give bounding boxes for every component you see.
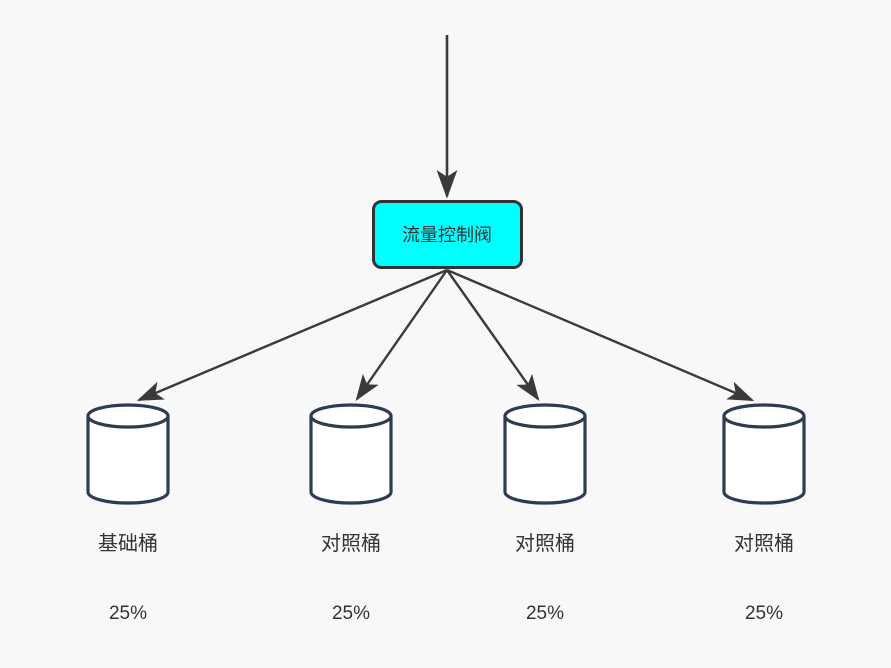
cylinder-top-ellipse: [503, 403, 587, 429]
edge-to-bucket-control-2: [446, 269, 540, 401]
database-cylinder-icon[interactable]: [86, 414, 170, 505]
bucket-label: 对照桶: [321, 532, 381, 555]
cylinder-top-ellipse: [86, 403, 170, 429]
cylinder-top-ellipse: [722, 403, 806, 429]
bucket-label: 对照桶: [515, 532, 575, 555]
bucket-percent: 25%: [109, 603, 147, 624]
database-cylinder-icon[interactable]: [503, 414, 587, 505]
bucket-control-1[interactable]: 对照桶 25%: [309, 403, 393, 624]
traffic-control-valve-node[interactable]: 流量控制阀: [372, 200, 523, 269]
cylinder-top-ellipse: [309, 403, 393, 429]
bucket-percent: 25%: [745, 603, 783, 624]
edge-to-bucket-control-1: [355, 269, 448, 401]
bucket-base[interactable]: 基础桶 25%: [86, 403, 170, 624]
database-cylinder-icon[interactable]: [722, 414, 806, 505]
bucket-control-3[interactable]: 对照桶 25%: [722, 403, 806, 624]
bucket-label: 对照桶: [734, 532, 794, 555]
valve-box[interactable]: [372, 200, 523, 269]
fanout-edges: [136, 268, 755, 402]
bucket-percent: 25%: [332, 603, 370, 624]
edge-to-bucket-control-3: [446, 268, 755, 402]
valve-label: 流量控制阀: [402, 225, 492, 245]
bucket-label: 基础桶: [98, 532, 158, 555]
database-cylinder-icon[interactable]: [309, 414, 393, 505]
edge-to-bucket-base: [136, 268, 448, 402]
bucket-control-2[interactable]: 对照桶 25%: [503, 403, 587, 624]
bucket-percent: 25%: [526, 603, 564, 624]
